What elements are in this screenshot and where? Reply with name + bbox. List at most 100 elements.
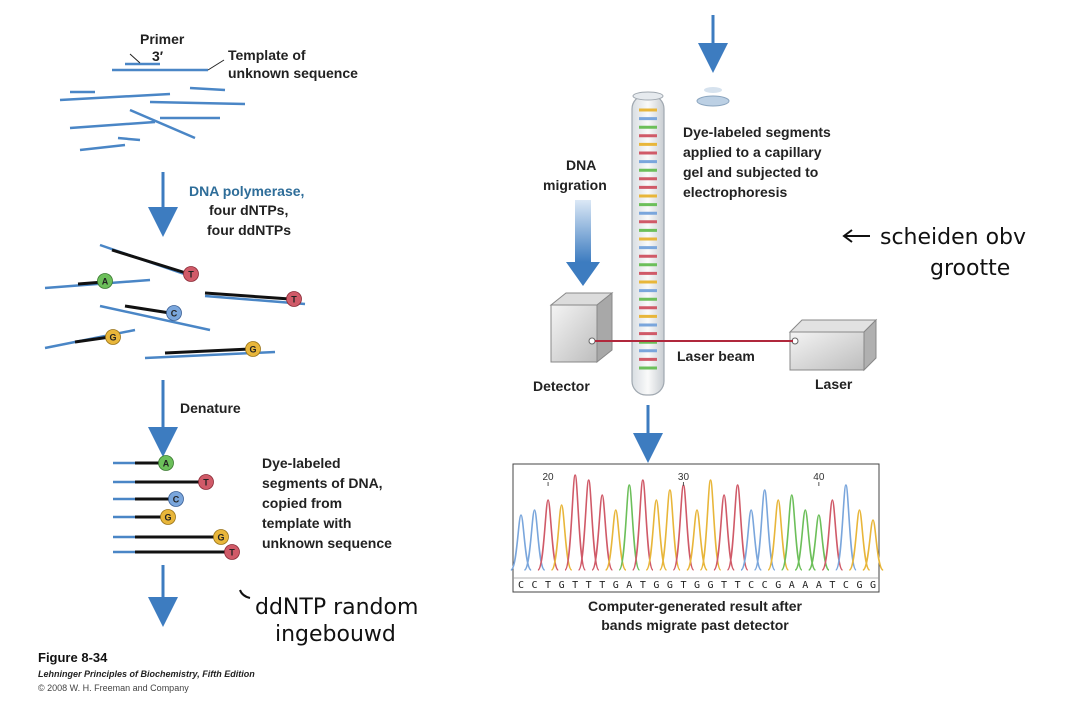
chromatogram-peak [618, 484, 641, 571]
hand-arrow-right-icon [842, 229, 870, 243]
sequence-base: C [532, 580, 538, 591]
detector-icon [549, 291, 614, 364]
chromatogram-peak [713, 494, 736, 571]
sequence-base: T [721, 580, 727, 591]
sequence-base: A [789, 580, 795, 591]
svg-text:T: T [291, 295, 297, 305]
laser-icon [788, 318, 878, 372]
svg-text:T: T [203, 478, 209, 488]
dntps-label: four dNTPs, [209, 202, 288, 218]
chromatogram-peak [645, 499, 668, 571]
extension-products [44, 243, 306, 360]
sequence-base: T [829, 580, 835, 591]
svg-text:C: C [171, 309, 178, 319]
svg-text:C: C [173, 495, 180, 505]
ddntps-label: four ddNTPs [207, 222, 291, 238]
nucleotide-G-icon: G [105, 329, 121, 345]
svg-text:G: G [109, 333, 116, 343]
laser-label: Laser [815, 376, 853, 392]
chromatogram-peak [780, 494, 803, 571]
book-title: Lehninger Principles of Biochemistry, Fi… [38, 669, 255, 679]
chromatogram-peak [591, 494, 614, 571]
sequence-base: C [843, 580, 849, 591]
sequence-base: G [870, 580, 876, 591]
note-scheiden-line2: grootte [930, 256, 1010, 281]
chromatogram-peak [523, 509, 546, 571]
chromatogram-peak [631, 479, 654, 571]
figure-number: Figure 8-34 [38, 650, 108, 665]
sequence-base: G [694, 580, 700, 591]
sequence-base: C [748, 580, 754, 591]
capillary-gel-tube [631, 91, 665, 396]
migration-label-2: migration [543, 177, 607, 193]
chromatogram-peak [699, 479, 722, 571]
chromatogram-peak [848, 509, 871, 571]
note-scheiden-line1: scheiden obv [880, 225, 1026, 250]
sequence-base: T [735, 580, 741, 591]
template-label-2: unknown sequence [228, 65, 358, 81]
nucleotide-T-icon: T [286, 291, 302, 307]
sample-droplet-icon [696, 87, 730, 107]
chromatogram-peak [794, 509, 817, 571]
nucleotide-C-icon: C [166, 305, 182, 321]
sequence-base: G [708, 580, 714, 591]
svg-text:G: G [249, 345, 256, 355]
chromatogram-peak [577, 479, 600, 571]
primer-label: Primer [140, 31, 185, 47]
chromatogram-tick-label: 20 [543, 472, 555, 483]
dye-labeled-line: template with [262, 515, 351, 531]
chromatogram-tick-label: 30 [678, 472, 690, 483]
nucleotide-A-icon: A [97, 273, 113, 289]
sequence-base: C [518, 580, 524, 591]
laser-beam-label: Laser beam [677, 348, 755, 364]
denature-label: Denature [180, 400, 241, 416]
nucleotide-G-icon: G [160, 509, 176, 525]
svg-text:T: T [229, 548, 235, 558]
chromatogram-peak [753, 489, 776, 571]
nucleotide-G-icon: G [245, 341, 261, 357]
template-label-1: Template of [228, 47, 306, 63]
sequence-base: G [856, 580, 862, 591]
dye-labeled-line: copied from [262, 495, 342, 511]
detector-label: Detector [533, 378, 590, 394]
sequence-base: A [802, 580, 808, 591]
svg-text:Dye-labeled segments: Dye-labeled segments [683, 124, 831, 140]
nucleotide-G-icon: G [213, 529, 229, 545]
chromatogram-peak [510, 514, 532, 571]
sequence-base: T [680, 580, 686, 591]
hand-arrow-left [239, 589, 251, 599]
chromatogram-peak [767, 499, 790, 571]
svg-text:gel and subjected to: gel and subjected to [683, 164, 818, 180]
chromatogram-peak [862, 519, 884, 571]
sequence-base: A [626, 580, 632, 591]
polymerase-label: DNA polymerase, [189, 183, 304, 199]
three-prime-label: 3′ [152, 48, 164, 64]
svg-text:applied to a capillary: applied to a capillary [683, 144, 822, 160]
nucleotide-T-icon: T [198, 474, 214, 490]
template-strands [59, 86, 246, 152]
template-primer-stage: Primer 3′ Template of unknown sequence [59, 31, 358, 152]
sequence-base: T [586, 580, 592, 591]
sequence-base: T [599, 580, 605, 591]
sequence-base: G [559, 580, 565, 591]
migration-arrow-icon [566, 200, 600, 286]
copyright: © 2008 W. H. Freeman and Company [38, 683, 189, 693]
chromatogram-peak [658, 489, 681, 571]
chromatogram-peak [726, 484, 749, 571]
dye-labeled-segments [113, 461, 226, 554]
sequence-base: T [572, 580, 578, 591]
nucleotide-T-icon: T [183, 266, 199, 282]
note-ddntp-line1: ddNTP random [255, 595, 418, 620]
dye-labeled-line: segments of DNA, [262, 475, 383, 491]
svg-text:A: A [163, 459, 170, 469]
svg-text:G: G [217, 533, 224, 543]
gel-bands [639, 108, 657, 370]
sequence-base: A [816, 580, 822, 591]
chromatogram-peak [834, 484, 857, 571]
sequence-base: T [640, 580, 646, 591]
result-line-1: Computer-generated result after [588, 598, 802, 614]
migration-label-1: DNA [566, 157, 596, 173]
